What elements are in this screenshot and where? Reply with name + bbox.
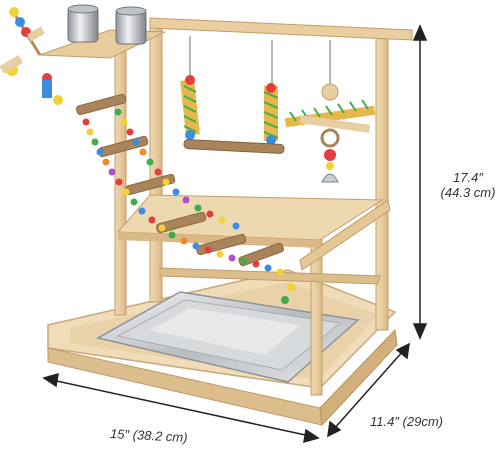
height-dimension-label: 17.4″ (44.3 cm) xyxy=(432,170,500,200)
width-dimension-line xyxy=(42,372,320,444)
bell-toy xyxy=(284,40,376,183)
height-imperial-text: 17.4″ xyxy=(453,170,483,185)
depth-dimension-line xyxy=(327,342,410,438)
steel-pan xyxy=(95,291,360,383)
bead-toy-left xyxy=(0,7,63,105)
height-metric-text: (44.3 cm) xyxy=(440,185,496,200)
wood-frame xyxy=(114,17,413,396)
depth-dimension-label: 11.4″ (29cm) xyxy=(370,414,443,429)
rope-ladder xyxy=(75,93,295,304)
height-dimension-line xyxy=(412,24,428,340)
cup-platform xyxy=(39,4,166,59)
hanging-swing xyxy=(180,36,285,154)
